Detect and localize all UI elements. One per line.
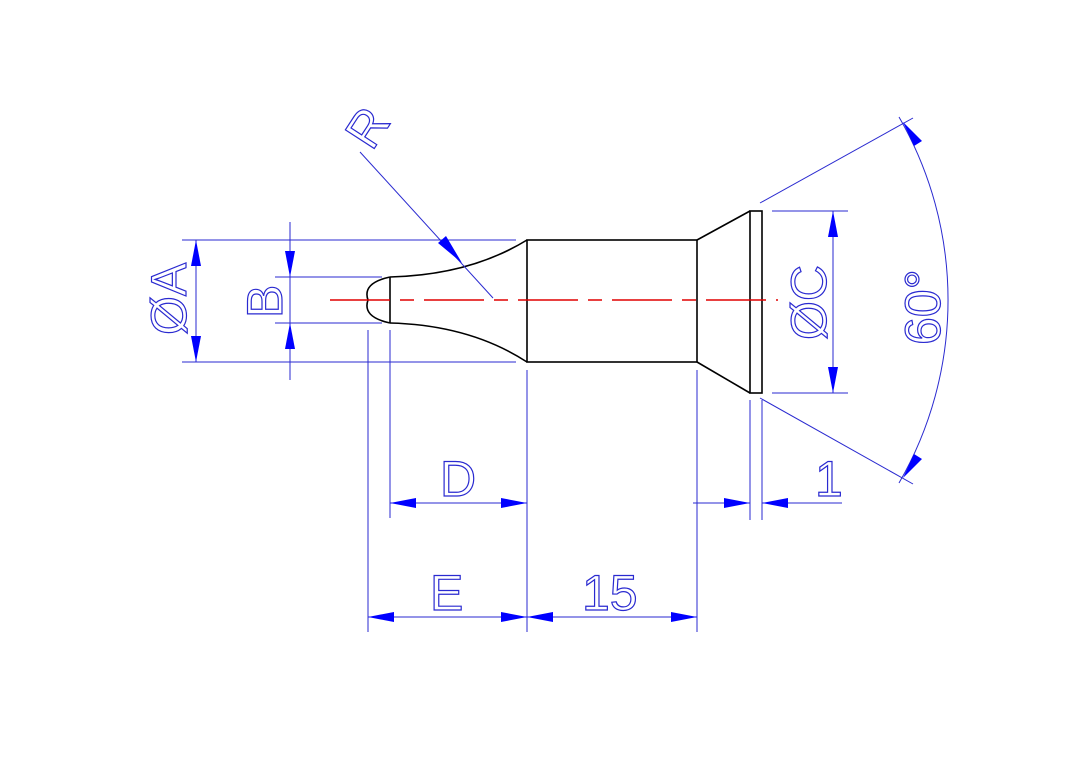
arrowhead <box>527 612 553 622</box>
lower-taper <box>696 361 751 394</box>
arrowhead <box>191 240 201 266</box>
arrowhead <box>390 498 416 508</box>
dimension-dia-a: ØA <box>140 239 516 363</box>
arrowhead <box>501 498 527 508</box>
dimension-length: 15 <box>527 370 698 632</box>
shank-body <box>526 239 698 363</box>
dimension-line <box>759 117 914 204</box>
dimension-line <box>759 397 914 485</box>
arrowhead <box>368 612 394 622</box>
dimension-line <box>898 116 949 484</box>
label-r: R <box>334 97 401 158</box>
label-length: 15 <box>582 565 638 621</box>
dimension-line <box>359 151 494 299</box>
arrowhead <box>438 236 462 263</box>
label-dia-a: ØA <box>141 262 197 335</box>
arrowhead <box>285 251 295 277</box>
label-angle: 60° <box>895 269 951 345</box>
arrowhead <box>828 367 838 393</box>
arrowhead <box>285 323 295 349</box>
arrowhead <box>828 211 838 237</box>
arrowhead <box>191 336 201 362</box>
dimension-d: D <box>389 330 528 632</box>
label-dia-c: ØC <box>781 265 837 340</box>
arrowhead <box>724 498 750 508</box>
label-head-thickness: 1 <box>815 451 843 507</box>
lower-radius-profile <box>389 322 528 363</box>
dimension-e: E <box>367 330 527 632</box>
arrowhead <box>903 122 922 146</box>
dimension-r: R <box>334 97 494 299</box>
upper-taper <box>696 210 751 241</box>
dimension-head-thickness: 1 <box>693 400 843 520</box>
label-d: D <box>440 451 476 507</box>
label-e: E <box>430 565 463 621</box>
head-flange <box>749 210 763 394</box>
part-outline <box>366 210 763 394</box>
dimension-dia-c: ØC <box>772 210 848 394</box>
arrowhead <box>903 454 922 478</box>
arrowhead <box>762 498 788 508</box>
dimension-b: B <box>236 222 382 380</box>
arrowhead <box>671 612 697 622</box>
label-b: B <box>237 285 293 318</box>
arrowhead <box>501 612 527 622</box>
dimension-angle: 60° <box>759 116 952 485</box>
